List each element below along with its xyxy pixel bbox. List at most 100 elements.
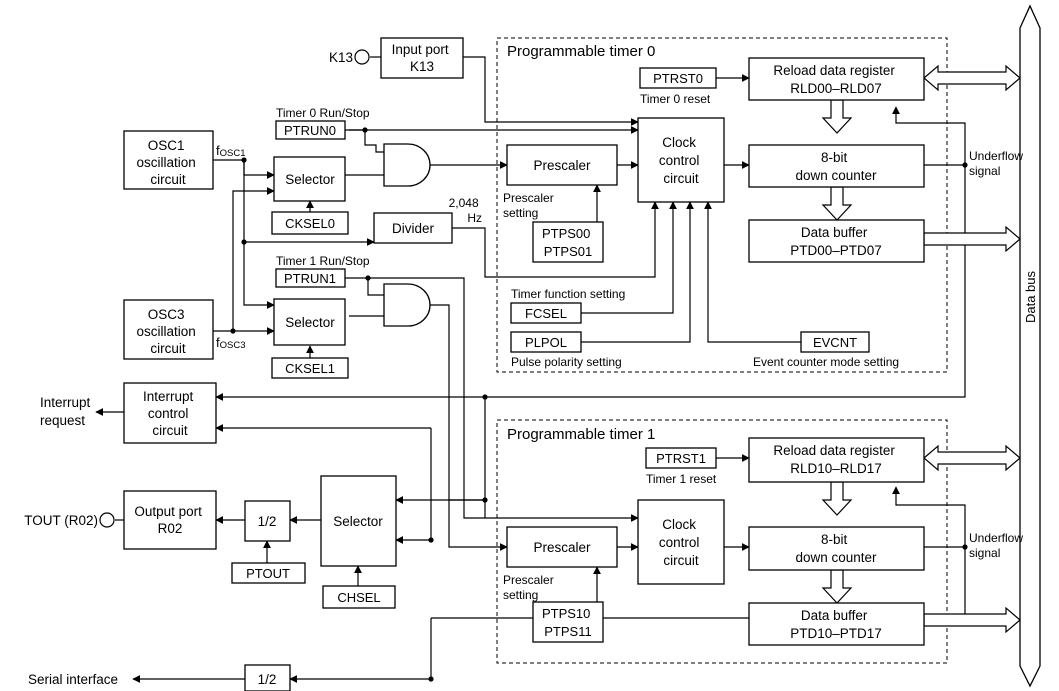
ptps0-register — [532, 221, 604, 263]
group1-title: Programmable timer 1 — [507, 426, 655, 443]
divider-freq-label: 2,048 Hz — [449, 196, 482, 225]
half-divider-serial — [244, 664, 291, 691]
interrupt-request-label: Interrupt request — [40, 395, 94, 428]
prescaler-1 — [506, 526, 618, 568]
group0-title: Programmable timer 0 — [507, 43, 655, 60]
clock-control-1-label: Clock control circuit — [659, 517, 703, 568]
reload-data-register-0 — [748, 57, 925, 101]
ptps1-register — [532, 601, 604, 643]
input-port-k13-block — [380, 37, 464, 79]
ptrun1-register — [275, 268, 346, 288]
timer1-reset-label: Timer 1 reset — [646, 472, 717, 486]
prescaler-setting-0-label: Prescaler setting — [503, 191, 557, 220]
interrupt-control-label: Interrupt control circuit — [143, 389, 197, 438]
down-counter-1 — [748, 526, 925, 571]
ptout-label: PTOUT — [246, 566, 290, 581]
prescaler-1-label: Prescaler — [533, 540, 591, 555]
selector-out-label: Selector — [333, 514, 383, 529]
ptrun0-label: PTRUN0 — [284, 123, 336, 138]
ptrst1-register — [645, 447, 717, 469]
half-out-label: 1/2 — [258, 514, 277, 529]
down-counter-1-label: 8-bit down counter — [795, 532, 877, 565]
timer-function-setting-label: Timer function setting — [511, 287, 625, 301]
data-buffer-0 — [748, 219, 925, 263]
fosc3-label: fOSC3 — [216, 335, 246, 351]
junction-dots — [230, 127, 968, 682]
timer0-runstop-label: Timer 0 Run/Stop — [276, 106, 370, 120]
data-buffer-1 — [748, 602, 925, 646]
timer1-runstop-label: Timer 1 Run/Stop — [276, 254, 370, 268]
data-buffer-1-label: Data buffer PTD10–PTD17 — [790, 608, 882, 641]
plpol-label: PLPOL — [525, 335, 567, 350]
programmable-timer-0-frame — [496, 37, 948, 373]
k13-terminal — [354, 49, 370, 65]
reload-register-0-label: Reload data register RLD00–RLD07 — [773, 63, 898, 96]
data-bus-label: Data bus — [1023, 270, 1038, 323]
evcnt-register — [800, 331, 870, 353]
programmable-timer-1-frame — [496, 419, 948, 664]
and-gate-0 — [383, 143, 431, 187]
data-bus — [1019, 4, 1041, 688]
half-serial-label: 1/2 — [258, 672, 277, 687]
prescaler-0-label: Prescaler — [533, 158, 591, 173]
ptrun1-label: PTRUN1 — [284, 271, 336, 286]
underflow-signal-1-label: Underflow signal — [969, 531, 1026, 560]
clock-control-circuit-1 — [637, 499, 725, 585]
and-gate-1 — [383, 283, 431, 327]
tout-pin-label: TOUT (R02) — [24, 513, 98, 528]
ptrst0-register — [639, 67, 717, 89]
cksel0-register — [271, 211, 349, 235]
fosc1-label: fOSC1 — [216, 143, 246, 159]
interrupt-control-circuit — [123, 382, 217, 444]
down-counter-0-label: 8-bit down counter — [795, 150, 877, 183]
selector-1-label: Selector — [285, 315, 335, 330]
ptps1-label: PTPS10 PTPS11 — [542, 606, 594, 639]
ptrun0-register — [275, 120, 346, 140]
divider-block — [373, 212, 453, 244]
bus-arrows — [821, 64, 1021, 634]
ptrst1-label: PTRST1 — [656, 451, 706, 466]
selector-0-label: Selector — [285, 172, 335, 187]
evcnt-label: EVCNT — [813, 335, 857, 350]
osc3-label: OSC3 oscillation circuit — [136, 307, 199, 356]
selector-1 — [273, 298, 346, 346]
output-port-r02-block — [123, 490, 217, 550]
clock-control-circuit-0 — [637, 117, 725, 203]
ptout-register — [231, 562, 306, 584]
cksel1-label: CKSEL1 — [285, 361, 335, 376]
cksel0-label: CKSEL0 — [285, 216, 335, 231]
reload-data-register-1 — [748, 437, 925, 483]
osc3-block — [123, 299, 214, 360]
chsel-label: CHSEL — [337, 590, 380, 605]
prescaler-0 — [506, 144, 618, 186]
reload-register-1-label: Reload data register RLD10–RLD17 — [773, 443, 898, 476]
plpol-register — [510, 331, 582, 353]
divider-label: Divider — [392, 221, 435, 236]
data-buffer-0-label: Data buffer PTD00–PTD07 — [790, 225, 882, 258]
clock-control-0-label: Clock control circuit — [659, 135, 703, 186]
output-port-label: Output port R02 — [134, 504, 205, 536]
timer0-reset-label: Timer 0 reset — [640, 92, 711, 106]
selector-out — [320, 475, 397, 567]
k13-pin-label: K13 — [329, 50, 353, 65]
cksel1-register — [271, 357, 349, 379]
tout-terminal — [99, 512, 115, 528]
wires — [95, 56, 966, 683]
input-port-label: Input port K13 — [392, 42, 453, 74]
pulse-polarity-setting-label: Pulse polarity setting — [511, 355, 622, 369]
fcsel-label: FCSEL — [525, 306, 567, 321]
selector-0 — [273, 156, 346, 202]
fcsel-register — [510, 302, 582, 324]
ptrst0-label: PTRST0 — [653, 71, 703, 86]
prescaler-setting-1-label: Prescaler setting — [503, 573, 557, 602]
ptps0-label: PTPS00 PTPS01 — [542, 226, 594, 259]
half-divider-out — [244, 500, 291, 542]
chsel-register — [322, 585, 396, 609]
event-counter-mode-setting-label: Event counter mode setting — [753, 355, 899, 369]
serial-interface-label: Serial interface — [28, 672, 118, 687]
underflow-signal-0-label: Underflow signal — [969, 149, 1026, 178]
down-counter-0 — [748, 144, 925, 188]
osc1-label: OSC1 oscillation circuit — [136, 138, 199, 187]
osc1-block — [123, 130, 214, 190]
